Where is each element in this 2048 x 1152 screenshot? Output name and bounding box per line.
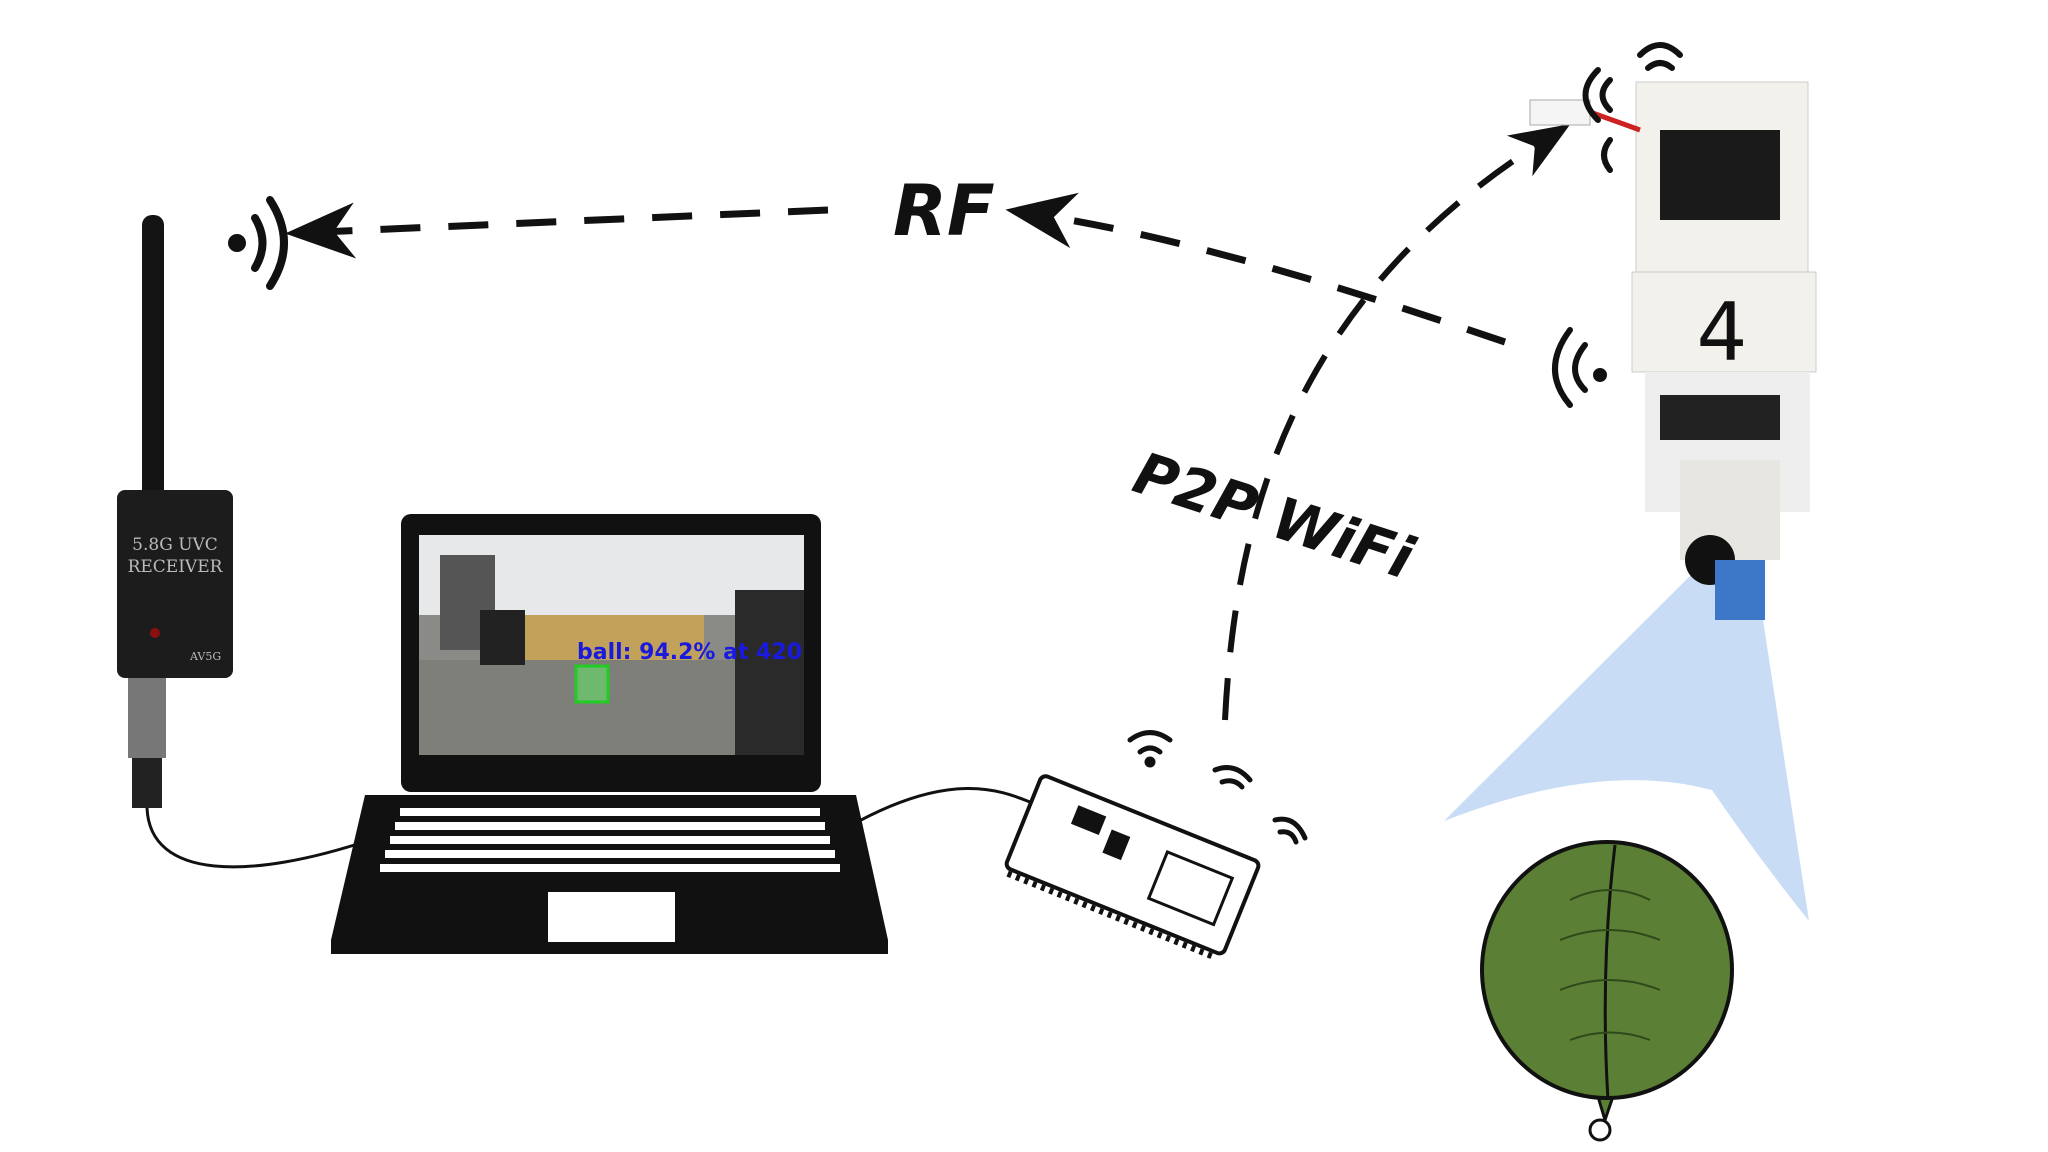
receiver-label-line2: RECEIVER	[128, 557, 224, 577]
balloon	[1480, 840, 1734, 1142]
signal-icon-receiver	[228, 196, 288, 290]
wifi-signal-icons	[1127, 730, 1308, 845]
detection-label: ball: 94.2% at 420	[577, 640, 802, 665]
usb-cable-receiver	[145, 807, 371, 869]
usb-cable-board	[849, 787, 1031, 828]
uvc-receiver: 5.8G UVC RECEIVER AV5G	[117, 215, 233, 808]
trackpad	[548, 892, 675, 942]
receiver-model: AV5G	[189, 650, 221, 663]
rf-link-arrow	[285, 192, 1507, 346]
rf-label: RF	[893, 170, 995, 252]
detection-box	[574, 664, 610, 704]
wifi-link-arrow	[1222, 124, 1571, 721]
robot-blimp-gondola: 4	[1529, 81, 1817, 620]
keyboard	[380, 808, 840, 872]
receiver-label-line1: 5.8G UVC	[132, 535, 218, 555]
robot-number: 4	[1697, 286, 1748, 379]
laptop: ball: 94.2% at 420	[331, 514, 888, 954]
p2p-wifi-label: P2P WiFi	[1126, 439, 1423, 593]
camera-view-cone	[1444, 570, 1809, 921]
wifi-board	[1004, 774, 1261, 961]
robot-signal-icons	[1552, 42, 1683, 408]
